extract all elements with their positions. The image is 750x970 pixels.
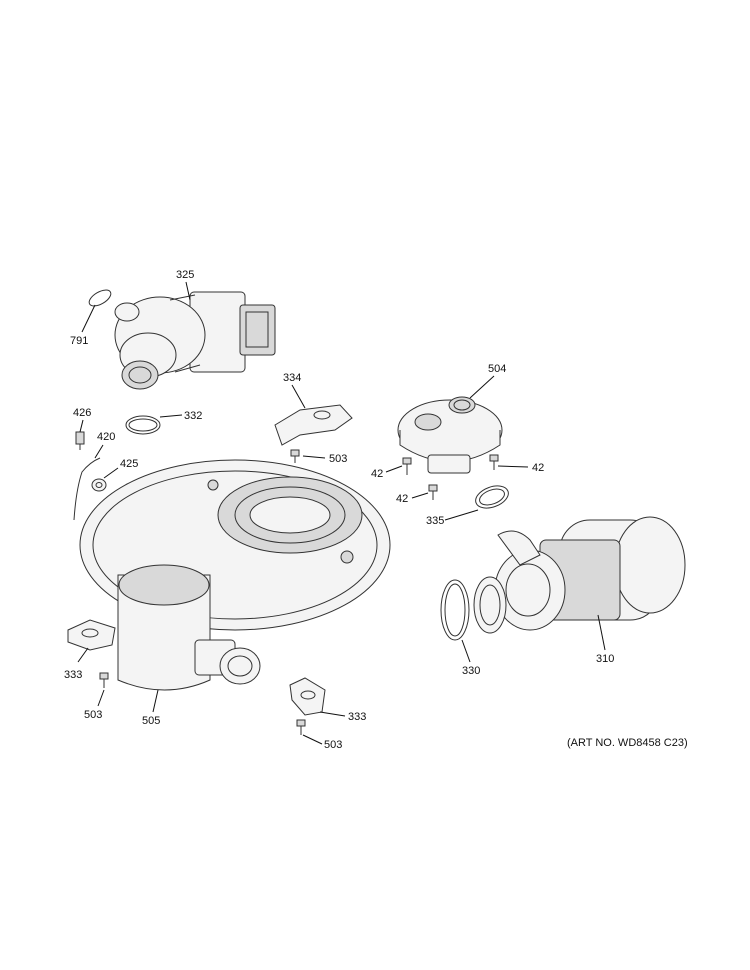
screw-503-top[interactable]	[290, 449, 300, 463]
drain-pump-325[interactable]	[114, 291, 276, 390]
grommet-425[interactable]	[91, 478, 107, 492]
circulation-pump-310[interactable]	[494, 516, 686, 631]
callout-504: 504	[488, 363, 506, 375]
hose-clamp-332[interactable]	[125, 415, 161, 435]
screw-42-right[interactable]	[489, 454, 499, 470]
screw-503-bottom[interactable]	[296, 719, 306, 735]
o-ring-791[interactable]	[87, 287, 114, 309]
callout-330: 330	[462, 665, 480, 677]
callout-420: 420	[97, 431, 115, 443]
sump-505[interactable]	[79, 459, 391, 691]
screw-503-left[interactable]	[99, 672, 109, 688]
screw-426[interactable]	[75, 431, 85, 450]
callout-labels: 325 791 426 332 420 425 334 503 504 42 4…	[64, 269, 614, 751]
screw-42-bottom[interactable]	[428, 484, 438, 500]
wire-clip-420[interactable]	[73, 457, 101, 521]
callout-333-right: 333	[348, 711, 366, 723]
bracket-334[interactable]	[274, 404, 353, 446]
callout-42-left: 42	[371, 468, 383, 480]
hose-clamp-330[interactable]	[440, 576, 507, 641]
callout-426: 426	[73, 407, 91, 419]
diverter-504[interactable]	[397, 396, 503, 474]
callout-503-top: 503	[329, 453, 347, 465]
callout-425: 425	[120, 458, 138, 470]
callout-334: 334	[283, 372, 301, 384]
callout-332: 332	[184, 410, 202, 422]
callout-42-bottom: 42	[396, 493, 408, 505]
callout-335: 335	[426, 515, 444, 527]
callout-505: 505	[142, 715, 160, 727]
art-number: (ART NO. WD8458 C23)	[567, 737, 688, 749]
screw-42-left[interactable]	[402, 457, 412, 475]
bracket-333-left[interactable]	[67, 619, 116, 651]
callout-503-left: 503	[84, 709, 102, 721]
callout-42-right: 42	[532, 462, 544, 474]
callout-791: 791	[70, 335, 88, 347]
leader-lines	[77, 281, 606, 745]
hose-clamp-335[interactable]	[473, 482, 512, 512]
callout-310: 310	[596, 653, 614, 665]
callout-325: 325	[176, 269, 194, 281]
callout-503-bottom: 503	[324, 739, 342, 751]
bracket-333-right[interactable]	[289, 677, 326, 716]
callout-333-left: 333	[64, 669, 82, 681]
